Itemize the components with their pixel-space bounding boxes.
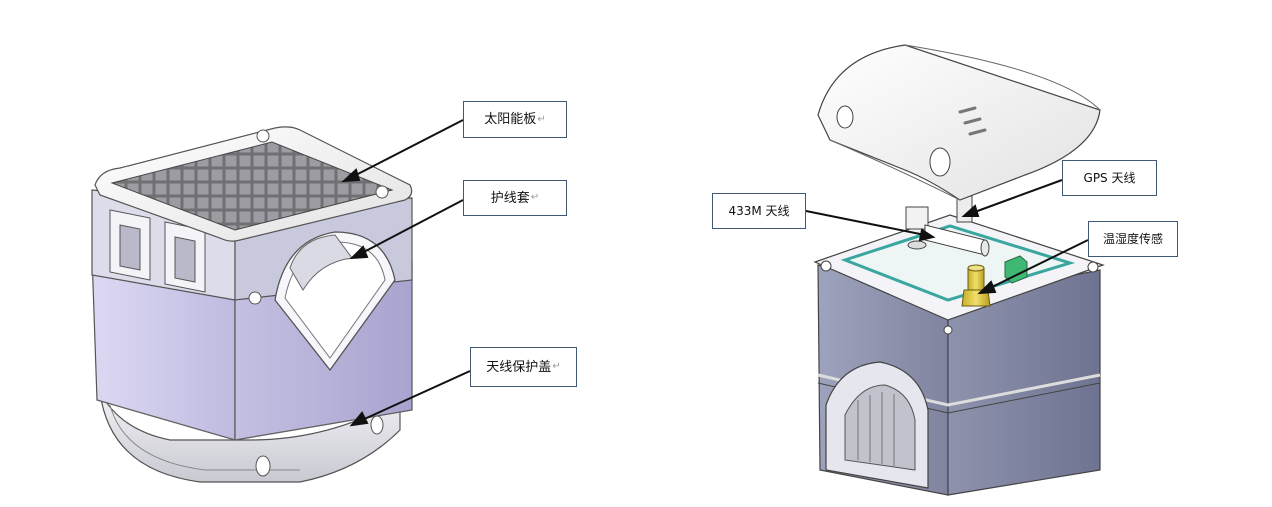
paragraph-mark: ↵ — [530, 192, 540, 203]
callout-temp-humidity-sensor-text: 温湿度传感 — [1102, 232, 1163, 246]
callout-temp-humidity-sensor: 温湿度传感 — [1088, 221, 1178, 257]
callout-wire-sleeve: 护线套↵ — [463, 180, 567, 216]
paragraph-mark: ↵ — [552, 361, 561, 372]
callout-433m-antenna: 433M 天线 — [712, 193, 806, 229]
left-device-illustration — [91, 126, 413, 483]
callout-antenna-cover-text: 天线保护盖 — [486, 359, 552, 375]
callout-wire-sleeve-text: 护线套 — [490, 190, 530, 206]
leader-433m-antenna — [805, 210, 926, 236]
right-device-illustration — [813, 44, 1105, 496]
callout-gps-antenna: GPS 天线 — [1062, 160, 1157, 196]
right-leader-lines — [805, 179, 1089, 295]
leader-wire-sleeve — [359, 199, 464, 255]
left-leader-lines — [341, 119, 471, 427]
leader-gps-antenna — [971, 179, 1063, 214]
callout-solar-panel-text: 太阳能板 — [484, 112, 537, 127]
leader-antenna-cover — [359, 370, 471, 422]
callout-433m-antenna-text: 433M 天线 — [728, 204, 790, 218]
leader-solar-panel — [351, 119, 464, 178]
paragraph-mark: ↵ — [537, 113, 546, 125]
callout-solar-panel: 太阳能板↵ — [463, 101, 567, 138]
callout-gps-antenna-text: GPS 天线 — [1083, 171, 1136, 185]
leader-temp-humidity — [987, 239, 1089, 290]
callout-antenna-cover: 天线保护盖↵ — [470, 347, 577, 387]
